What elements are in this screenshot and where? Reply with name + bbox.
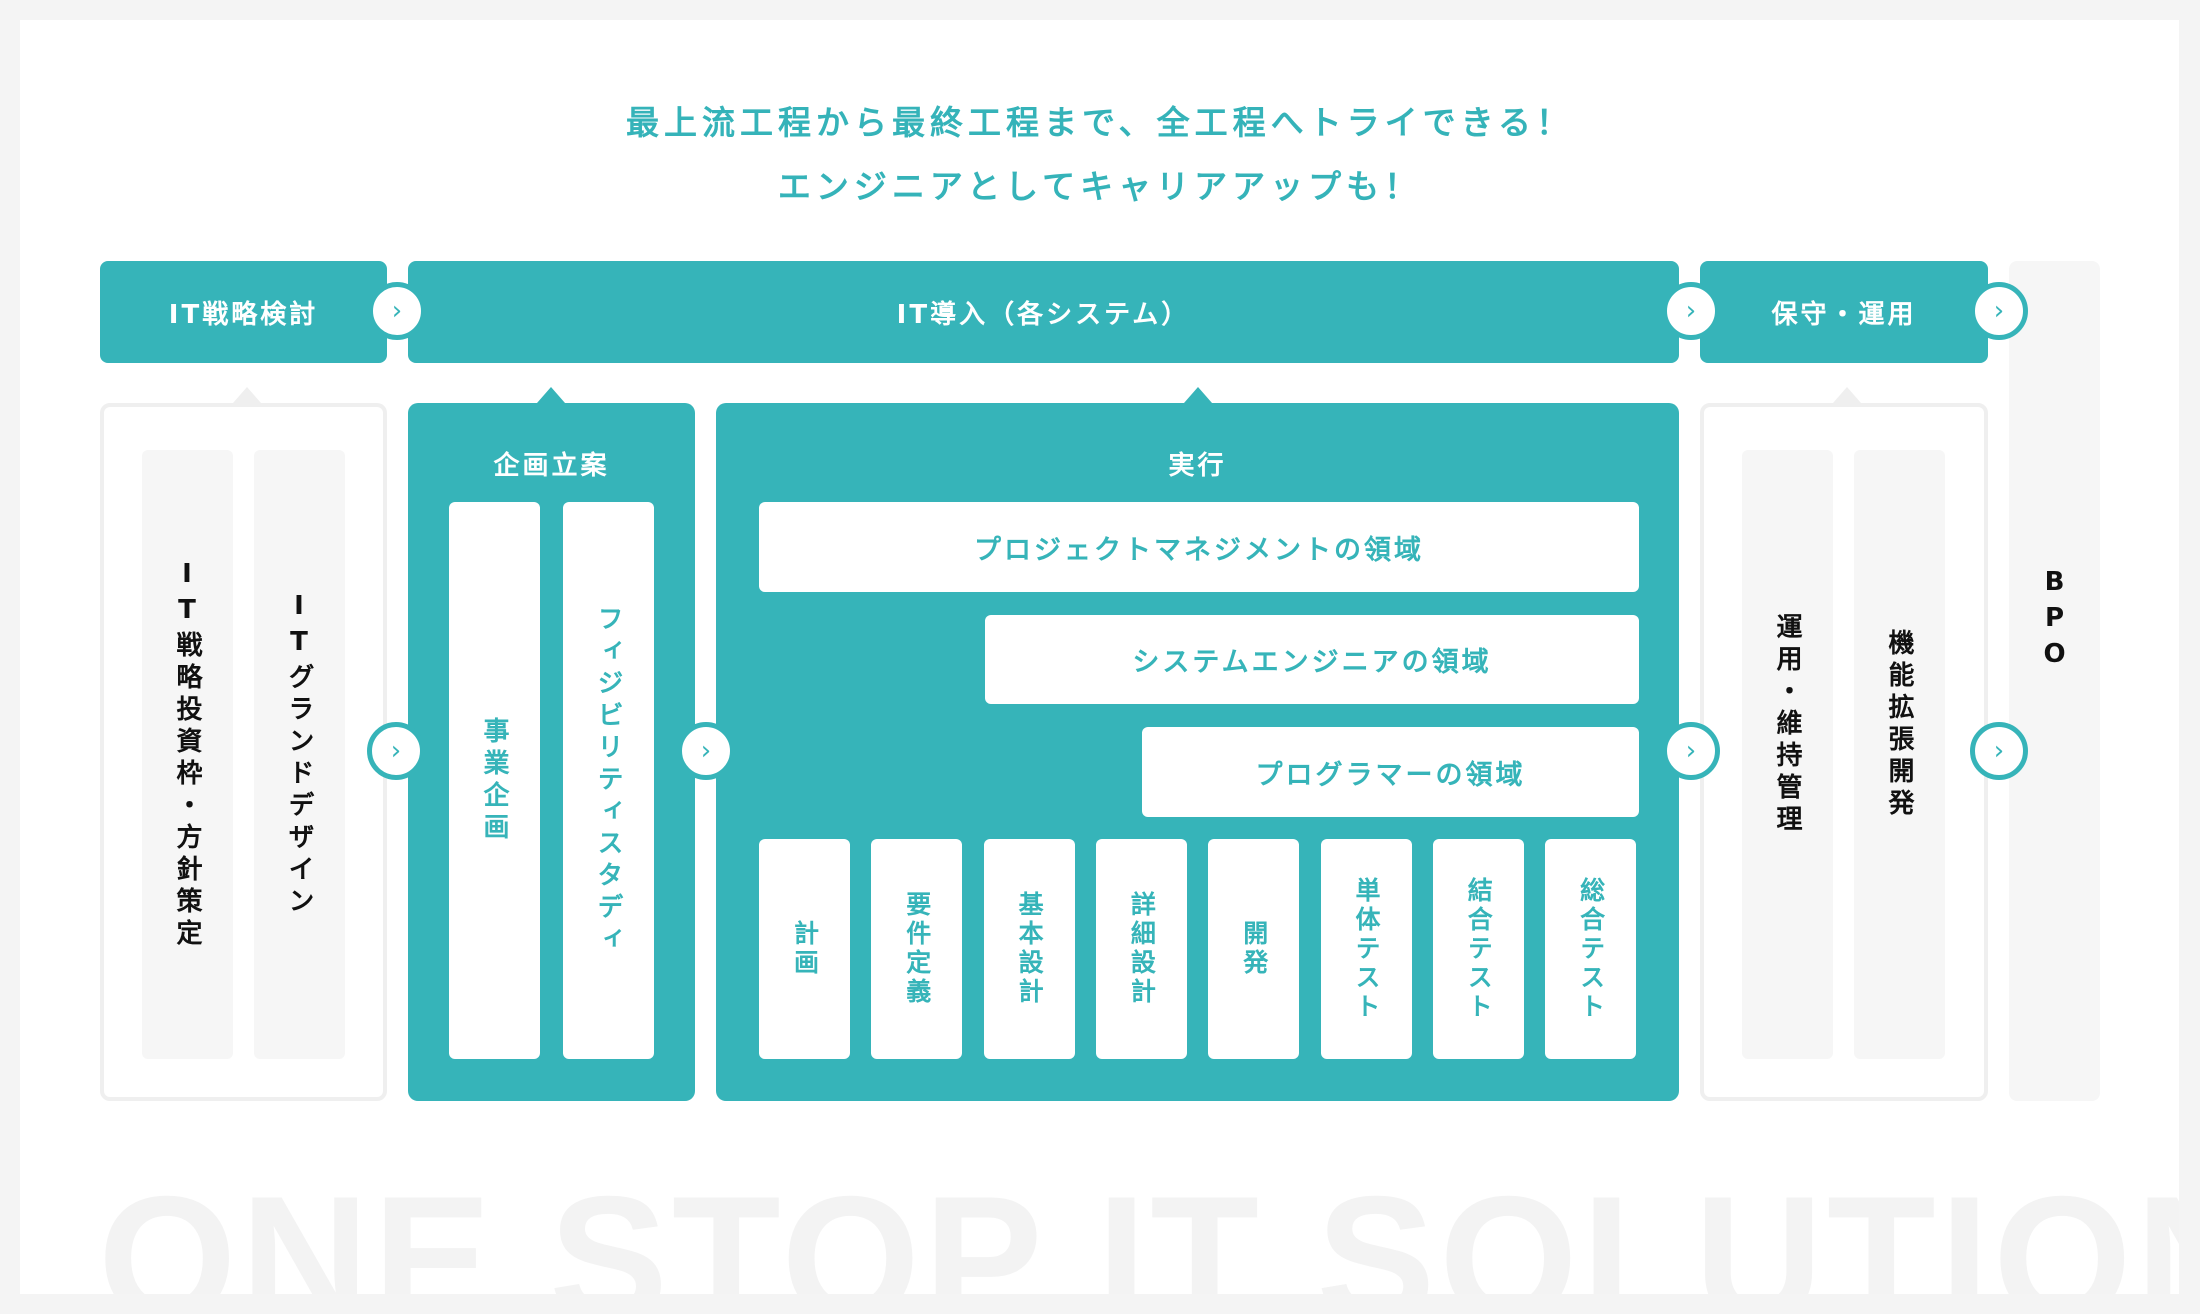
step-label: 詳細設計 — [1127, 891, 1157, 1007]
step-3: 基本設計 — [983, 839, 1075, 1059]
item-label: 運用・維持管理 — [1772, 612, 1802, 837]
step-label: 単体テスト — [1352, 876, 1381, 1022]
headline-line2: エンジニアとしてキャリアアップも！ — [777, 167, 1423, 206]
phase-bpo: BPO — [2009, 261, 2100, 1101]
item-label: IT戦略投資枠・方針策定 — [172, 558, 202, 951]
maintenance-item: 運用・維持管理 — [1742, 450, 1833, 1059]
maintenance-item: 機能拡張開発 — [1854, 450, 1945, 1059]
domain-pg: プログラマーの領域 — [1142, 727, 1639, 817]
headline-line1: 最上流工程から最終工程まで、全工程へトライできる！ — [625, 103, 1575, 142]
phase-label: IT戦略検討 — [168, 299, 319, 330]
chevron-right-icon: › — [1662, 282, 1720, 340]
step-label: 総合テスト — [1576, 876, 1606, 1022]
chevron-right-icon: › — [368, 282, 426, 340]
item-label: 機能拡張開発 — [1884, 628, 1914, 821]
step-7: 結合テスト — [1432, 839, 1524, 1059]
item-label: フィジビリティスタディ — [593, 604, 623, 957]
step-6: 単体テスト — [1320, 839, 1412, 1059]
phase-label: BPO — [2039, 567, 2070, 675]
notch — [233, 387, 261, 403]
step-label: 基本設計 — [1015, 891, 1045, 1007]
chevron-right-icon: › — [1662, 722, 1720, 780]
strategy-box: IT戦略投資枠・方針策定 ITグランドデザイン — [100, 387, 387, 1101]
step-1: 計画 — [759, 839, 850, 1059]
step-2: 要件定義 — [871, 839, 963, 1059]
planning-item: 事業企画 — [449, 502, 540, 1059]
phase-label: IT導入（各システム） — [896, 299, 1191, 330]
phase-it-strategy: IT戦略検討 — [100, 261, 387, 363]
phase-it-introduction: IT導入（各システム） — [408, 261, 1679, 363]
chevron-right-icon: › — [1970, 722, 2028, 780]
strategy-item: ITグランドデザイン — [254, 450, 345, 1059]
execution-box: 実行 プロジェクトマネジメントの領域 システムエンジニアの領域 プログラマーの領… — [716, 387, 1679, 1101]
step-8: 総合テスト — [1545, 839, 1637, 1059]
step-5: 開発 — [1208, 839, 1300, 1059]
item-label: 事業企画 — [479, 716, 509, 845]
chevron-right-icon: › — [1970, 282, 2028, 340]
notch — [537, 387, 565, 403]
chevron-right-icon: › — [677, 722, 735, 780]
step-label: 計画 — [790, 920, 820, 978]
step-4: 詳細設計 — [1095, 839, 1187, 1059]
step-label: 開発 — [1239, 920, 1269, 978]
phase-label: 保守・運用 — [1771, 299, 1917, 330]
notch — [1184, 387, 1212, 403]
planning-title: 企画立案 — [493, 451, 610, 481]
watermark-text: ONE STOP IT SOLUTION — [98, 1159, 2179, 1295]
item-label: ITグランドデザイン — [284, 590, 314, 919]
chevron-right-icon: › — [367, 722, 425, 780]
domain-se: システムエンジニアの領域 — [985, 615, 1639, 704]
execution-title: 実行 — [1168, 451, 1227, 481]
phase-maintenance: 保守・運用 — [1700, 261, 1988, 363]
domain-pm: プロジェクトマネジメントの領域 — [759, 502, 1639, 592]
strategy-item: IT戦略投資枠・方針策定 — [142, 450, 233, 1059]
step-label: 要件定義 — [902, 891, 932, 1007]
maintenance-box: 運用・維持管理 機能拡張開発 — [1700, 387, 1988, 1101]
notch — [1833, 387, 1861, 403]
planning-item: フィジビリティスタディ — [563, 502, 654, 1059]
step-label: 結合テスト — [1464, 876, 1494, 1022]
planning-box: 企画立案 事業企画 フィジビリティスタディ — [408, 387, 695, 1101]
